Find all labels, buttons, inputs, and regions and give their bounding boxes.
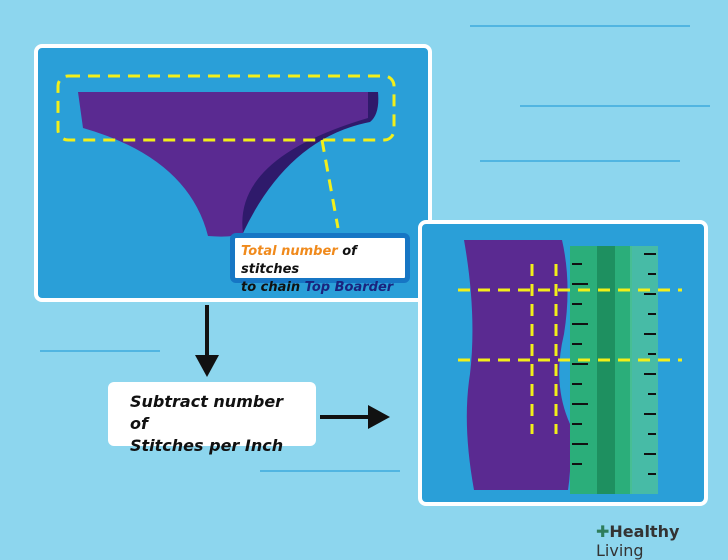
label-line: Subtract number of: [130, 392, 284, 433]
label-line: Stitches per Inch: [130, 436, 284, 455]
label-text: of stitches: [241, 244, 357, 277]
panel-measure: [418, 220, 708, 506]
fabric-ruler-illustration: [458, 240, 682, 494]
logo-text: Healthy: [609, 522, 680, 541]
background-streak: [40, 350, 160, 352]
background-streak: [470, 25, 690, 27]
arrow-down-icon: [195, 305, 219, 377]
label-highlight: Top Boarder: [304, 280, 394, 295]
label-highlight: Total number: [241, 244, 338, 259]
healthy-living-logo: ✚Healthy Living: [596, 522, 728, 560]
logo-text: Living: [596, 541, 644, 560]
label-subtract: Subtract number of Stitches per Inch: [108, 382, 316, 455]
background-streak: [480, 160, 680, 162]
background-streak: [520, 105, 710, 107]
arrow-right-icon: [320, 405, 390, 429]
thong-illustration: [56, 74, 396, 237]
plus-icon: ✚: [596, 522, 610, 541]
background-streak: [260, 470, 400, 472]
label-total-stitches: Total number of stitches to chain Top Bo…: [230, 233, 410, 295]
label-text: to chain: [241, 280, 305, 295]
